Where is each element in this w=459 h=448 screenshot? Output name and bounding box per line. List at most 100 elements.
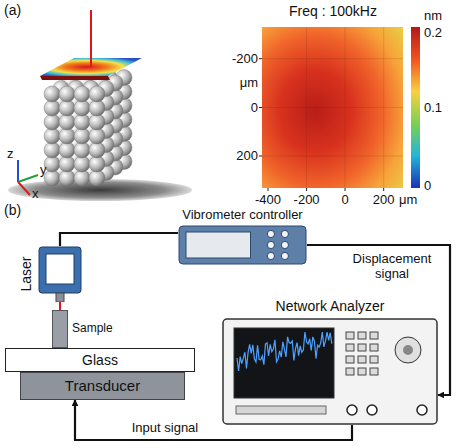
- sphere: [44, 100, 60, 116]
- sphere: [59, 86, 75, 102]
- sphere: [44, 142, 60, 158]
- colorbar: [411, 27, 420, 188]
- panel-label: (a): [4, 3, 21, 18]
- sphere: [59, 100, 75, 116]
- key: [370, 368, 378, 375]
- axis-tick: 0: [251, 100, 258, 115]
- key: [358, 332, 366, 339]
- key: [358, 344, 366, 351]
- sphere: [44, 114, 60, 130]
- heatmap-grid: [262, 27, 403, 188]
- key: [346, 332, 354, 339]
- node-label: Network Analyzer: [222, 298, 438, 315]
- node-label: Sample: [72, 321, 113, 336]
- sphere: [74, 142, 90, 158]
- laser-nozzle: [56, 293, 64, 302]
- key: [370, 356, 378, 363]
- sphere: [44, 128, 60, 144]
- axis-tick: 200: [373, 192, 395, 207]
- axis-unit: μm: [399, 192, 417, 207]
- sphere-lattice: [44, 70, 132, 187]
- device-drawing: [52, 310, 68, 348]
- laser-beam: [90, 10, 92, 67]
- key: [346, 344, 354, 351]
- node-label: Vibrometer controller: [178, 207, 307, 223]
- analyzer-screen: [234, 328, 334, 398]
- colorbar-tick: 0.1: [424, 100, 442, 115]
- axis-tick: 0: [341, 192, 348, 207]
- button: [281, 241, 288, 248]
- button: [267, 252, 274, 259]
- key: [370, 332, 378, 339]
- axis-label: y: [40, 162, 47, 177]
- sphere: [74, 100, 90, 116]
- panel-label: (b): [4, 203, 21, 218]
- sphere: [89, 170, 105, 186]
- sphere: [89, 100, 105, 116]
- button: [267, 230, 274, 237]
- heatmap: [262, 27, 403, 188]
- connectors: [347, 405, 427, 415]
- knob: [395, 337, 421, 363]
- device-drawing: [38, 246, 82, 302]
- button: [281, 252, 288, 259]
- sphere: [44, 86, 60, 102]
- colorbar-unit: nm: [424, 8, 442, 23]
- spectrum-trace: [237, 332, 332, 371]
- key: [358, 356, 366, 363]
- laser-body: [39, 247, 81, 293]
- axis-tick: -200: [232, 51, 258, 66]
- node-label: Glass: [6, 352, 194, 369]
- vibrometer-controller: Vibrometer controller: [178, 207, 307, 265]
- plate-edge: [40, 76, 110, 80]
- button: [281, 230, 288, 237]
- axis-label: x: [32, 186, 39, 201]
- laser-beam: [59, 302, 61, 310]
- device-body: [179, 226, 306, 264]
- plot-title: Freq : 100kHz: [289, 4, 377, 19]
- axis-unit: μm: [240, 75, 258, 90]
- key: [346, 356, 354, 363]
- sphere: [74, 86, 90, 102]
- sphere: [89, 86, 105, 102]
- sphere: [59, 128, 75, 144]
- connector-port: [347, 405, 357, 415]
- sample-block: [53, 311, 68, 348]
- laser-window: [46, 254, 74, 284]
- knob-center: [403, 345, 413, 355]
- axis-tick: -200: [294, 192, 320, 207]
- key: [358, 368, 366, 375]
- sphere: [74, 156, 90, 172]
- signal-label: Input signal: [120, 420, 210, 435]
- sphere: [74, 128, 90, 144]
- node-label: Transducer: [21, 377, 184, 395]
- sphere: [89, 128, 105, 144]
- connector-port: [367, 405, 377, 415]
- sphere: [59, 156, 75, 172]
- port-strip: [236, 406, 326, 414]
- device-screen: [186, 232, 251, 258]
- sphere: [59, 114, 75, 130]
- axis-tick: -400: [255, 192, 281, 207]
- axis-label: z: [7, 146, 14, 161]
- colorbar-tick: 0.2: [424, 25, 442, 40]
- analyzer-body: [223, 319, 437, 424]
- sphere: [74, 170, 90, 186]
- connector-port: [417, 405, 427, 415]
- sphere: [59, 142, 75, 158]
- sphere: [74, 114, 90, 130]
- sphere: [59, 170, 75, 186]
- node-label: Laser: [18, 246, 35, 302]
- axis-ticks: [259, 59, 384, 191]
- axis-tick: 200: [236, 148, 258, 163]
- key: [370, 344, 378, 351]
- colorbar-tick: 0: [424, 178, 431, 193]
- signal-label: Displacement signal: [342, 251, 442, 281]
- sphere: [89, 142, 105, 158]
- key: [346, 368, 354, 375]
- transducer: Transducer: [20, 372, 185, 400]
- device-drawing: [178, 225, 307, 265]
- glass-slide: Glass: [5, 348, 195, 372]
- sphere: [89, 156, 105, 172]
- keypad: [346, 332, 378, 375]
